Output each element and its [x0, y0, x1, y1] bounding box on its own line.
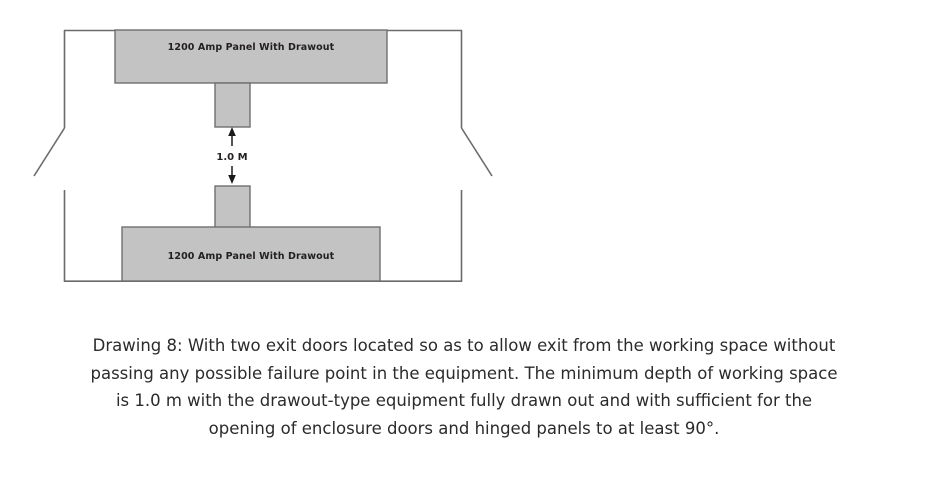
working-space-dimension: 1.0 M	[216, 127, 248, 184]
caption-line-3: is 1.0 m with the drawout-type equipment…	[115, 391, 813, 410]
lower-panel-label: 1200 Amp Panel With Drawout	[168, 251, 335, 262]
caption-line-1: Drawing 8: With two exit doors located s…	[92, 336, 836, 355]
upper-panel-body	[114, 29, 388, 84]
lower-panel-body	[121, 226, 381, 282]
room-diagram-svg: 1200 Amp Panel With Drawout 1200 Amp Pan…	[33, 29, 493, 283]
drawout-extension-lower	[214, 185, 251, 229]
upper-panel-group: 1200 Amp Panel With Drawout	[114, 29, 388, 128]
upper-panel-label: 1200 Amp Panel With Drawout	[168, 42, 335, 53]
room-diagram-figure: 1200 Amp Panel With Drawout 1200 Amp Pan…	[0, 0, 500, 300]
arrow-up-icon	[228, 127, 236, 136]
caption-line-4: opening of enclosure doors and hinged pa…	[208, 418, 720, 438]
exit-door-right	[460, 127, 493, 177]
arrow-down-icon	[228, 175, 236, 184]
dimension-label: 1.0 M	[216, 152, 247, 163]
exit-door-left	[33, 127, 66, 177]
lower-panel-group: 1200 Amp Panel With Drawout	[121, 185, 381, 282]
figure-caption: Drawing 8: With two exit doors located s…	[22, 332, 906, 442]
caption-line-2: passing any possible failure point in th…	[90, 363, 838, 383]
drawout-extension-upper	[214, 82, 251, 128]
